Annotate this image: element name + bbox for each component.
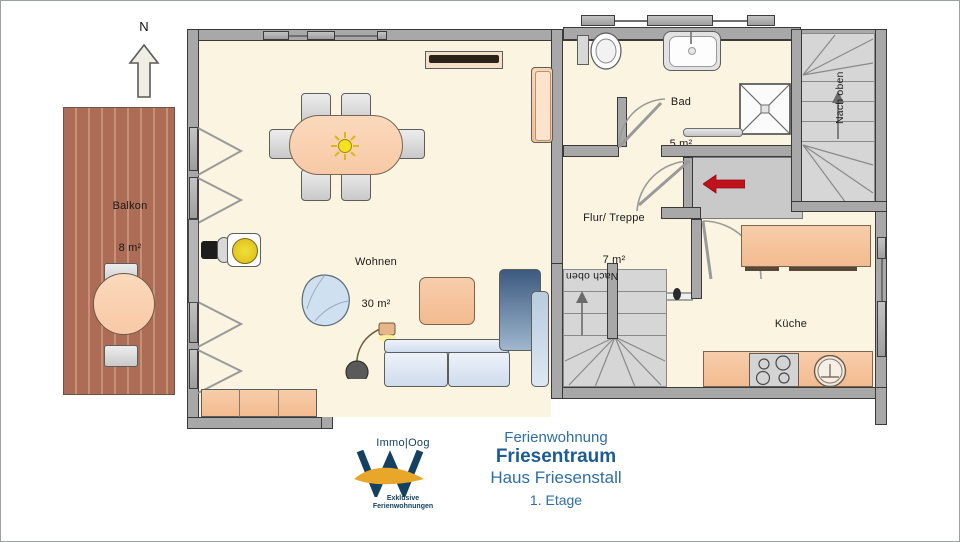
bathtub-inner	[535, 71, 551, 141]
corner-sofa-armrest	[531, 291, 549, 387]
window-icon	[713, 20, 747, 22]
stair-label-center: Nach oben	[565, 270, 619, 282]
window-icon	[647, 15, 713, 26]
window-icon	[263, 31, 289, 40]
room-label-flur: Flur/ Treppe 7 m²	[583, 212, 645, 266]
room-floor-wohnen-2	[199, 41, 551, 387]
beanbag-chair	[301, 274, 350, 327]
stair-winder	[802, 144, 874, 208]
corner-sofa-back	[384, 339, 510, 353]
entrance-vestibule	[691, 157, 803, 219]
room-label-balkon: Balkon 8 m²	[112, 200, 148, 254]
wall-kitchen-left	[691, 219, 702, 299]
balcony-door-icon[interactable]	[189, 177, 198, 219]
corner-sofa	[384, 351, 448, 387]
washbasin-drain	[688, 47, 696, 55]
corner-sofa	[448, 351, 510, 387]
title-line-1: Ferienwohnung	[504, 429, 608, 446]
wall-cabinets	[741, 225, 871, 267]
sideboard-top	[429, 55, 499, 63]
balcony-table	[93, 273, 155, 335]
balcony-door-icon[interactable]	[189, 127, 198, 171]
wall-vestibule-bottom	[661, 207, 701, 219]
window-icon	[615, 20, 647, 22]
logo-wordmark: Immo|Oog	[376, 437, 430, 449]
wall-exterior-right	[875, 29, 887, 425]
wall-exterior-right-lower	[875, 387, 887, 425]
stair-tread	[801, 141, 875, 143]
door-swing-arc[interactable]	[617, 97, 669, 149]
cabinet-handle	[789, 267, 857, 271]
stair-direction-arrow-icon	[576, 291, 588, 335]
stair-label-right: Nach oben	[834, 71, 846, 125]
wall-bath-bottom-left	[563, 145, 619, 157]
window-icon	[877, 301, 886, 357]
stair-tread	[801, 81, 875, 83]
coffee-table	[419, 277, 475, 325]
room-label-wohnen: Wohnen 30 m²	[355, 256, 397, 310]
table-centerpiece-sun-icon	[331, 132, 359, 160]
window-icon	[289, 35, 311, 37]
title-line-4: 1. Etage	[529, 492, 583, 508]
stair-winder	[564, 336, 666, 387]
balcony-door-icon[interactable]	[189, 349, 198, 389]
toilet-cistern	[577, 35, 589, 65]
window-icon	[335, 35, 379, 37]
titleblock: Immo|Oog Exklusive Ferienwohnungen Ferie…	[349, 425, 649, 535]
logo-tagline-2: Ferienwohnungen	[372, 503, 434, 510]
logo-tagline-1: Exklusive	[386, 495, 420, 502]
towel-rail	[683, 128, 743, 137]
logo: Immo|Oog Exklusive Ferienwohnungen	[349, 437, 457, 533]
window-icon	[747, 15, 775, 26]
floor-lamp	[345, 322, 396, 379]
bench	[201, 389, 317, 417]
title-line-2: Friesentraum	[495, 446, 617, 467]
wall-pier	[188, 219, 199, 303]
wall-stair-right-bottom	[791, 201, 887, 212]
wall-stair-right	[791, 29, 802, 211]
door-swing-arc	[197, 349, 243, 394]
entrance-door-swing-arc[interactable]	[633, 159, 691, 217]
stair-direction-arrow-icon	[832, 91, 844, 139]
washbasin-tap-icon	[690, 32, 692, 44]
title-line-3: Haus Friesenstall	[490, 468, 622, 487]
bench-divider	[278, 389, 279, 417]
door-swing-arc	[197, 127, 243, 176]
logo-monogram	[349, 449, 457, 497]
stair-winder	[802, 34, 874, 76]
window-icon	[581, 15, 615, 26]
cooktop-burners-icon	[755, 355, 791, 386]
door-swing-arc	[197, 301, 243, 348]
window-icon	[307, 31, 335, 40]
shower	[739, 83, 791, 135]
television-screen	[232, 238, 258, 264]
toilet	[590, 32, 622, 70]
wall-interior-living-stair	[551, 263, 563, 399]
bench-divider	[239, 389, 240, 417]
wall-bath-bottom-right	[661, 145, 801, 157]
sink	[813, 355, 847, 387]
cabinet-handle	[745, 267, 779, 271]
window-icon	[377, 31, 387, 40]
window-icon	[881, 259, 883, 301]
wall-interior-living-hall	[551, 29, 563, 269]
compass-label: N	[139, 19, 149, 34]
door-swing-arc	[197, 177, 243, 224]
stair-stringer	[607, 263, 618, 339]
tv-mount-icon	[201, 241, 219, 259]
balcony-chair	[104, 345, 138, 367]
wall-exterior-bottom-left	[187, 417, 333, 429]
entrance-arrow-icon	[703, 174, 745, 194]
north-arrow-icon	[128, 43, 160, 98]
window-icon	[877, 237, 886, 259]
